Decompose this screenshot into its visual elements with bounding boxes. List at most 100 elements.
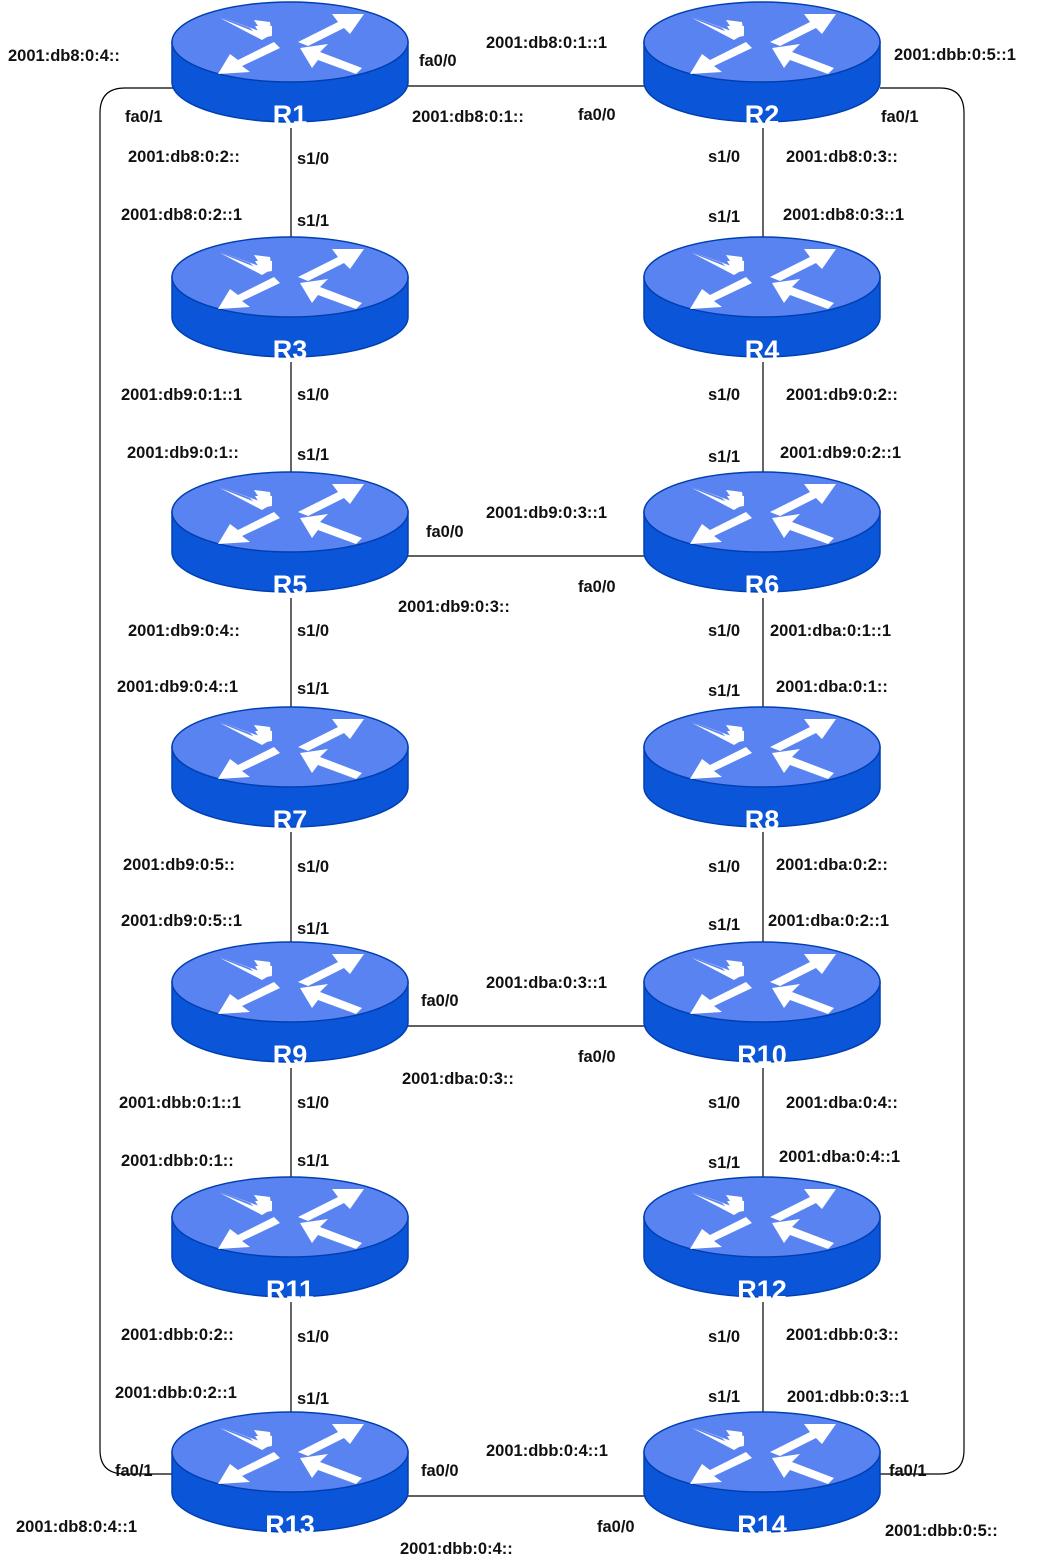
r5-s11-label: s1/1	[297, 446, 329, 464]
r13-fa01-address: 2001:db8:0:4::1	[16, 1518, 137, 1536]
r13-fa01-label: fa0/1	[115, 1462, 153, 1480]
r6-s11-address: 2001:db9:0:2::1	[780, 444, 901, 462]
r1-s10-address: 2001:db8:0:2::	[128, 148, 240, 166]
link-r1-r13	[99, 87, 175, 1475]
router-r1: R1	[171, 1, 409, 130]
r14-fa01-address: 2001:dbb:0:5::	[885, 1522, 998, 1540]
r8-s10-address: 2001:dba:0:2::	[776, 856, 888, 874]
r6-s10-address: 2001:dba:0:1::1	[770, 622, 891, 640]
r2-lan-address: 2001:dbb:0:5::1	[894, 46, 1016, 64]
r13-fa00-label: fa0/0	[421, 1462, 459, 1480]
r9-s11-label: s1/1	[297, 920, 329, 938]
r3-s10-address: 2001:db9:0:1::1	[121, 386, 242, 404]
router-label: R8	[745, 805, 780, 835]
r10-fa00-address: 2001:dba:0:3::1	[486, 974, 607, 992]
link-r2-r14	[880, 87, 965, 1475]
r7-s11-label: s1/1	[297, 680, 329, 698]
r10-s10-label: s1/0	[708, 1094, 740, 1112]
r9-fa00-address: 2001:dba:0:3::	[402, 1070, 514, 1088]
r14-fa01-label: fa0/1	[889, 1462, 927, 1480]
r10-s11-address: 2001:dba:0:2::1	[768, 912, 889, 930]
r14-s11-address: 2001:dbb:0:3::1	[787, 1388, 909, 1406]
r5-s10-address: 2001:db9:0:4::	[128, 622, 240, 640]
r2-s10-label: s1/0	[708, 148, 740, 166]
r9-s10-address: 2001:dbb:0:1::1	[119, 1094, 241, 1112]
router-label: R2	[745, 100, 780, 130]
r3-s11-label: s1/1	[297, 212, 329, 230]
router-r13: R13	[171, 1411, 409, 1540]
r11-s11-label: s1/1	[297, 1152, 329, 1170]
router-r12: R12	[643, 1176, 881, 1305]
r4-s10-address: 2001:db9:0:2::	[786, 386, 898, 404]
router-label: R13	[265, 1510, 315, 1540]
r10-s10-address: 2001:dba:0:4::	[786, 1094, 898, 1112]
router-r4: R4	[643, 236, 881, 365]
r8-s11-address: 2001:dba:0:1::	[776, 678, 888, 696]
r6-s11-label: s1/1	[708, 448, 740, 466]
r4-s10-label: s1/0	[708, 386, 740, 404]
r1-lan-address: 2001:db8:0:4::	[8, 47, 120, 65]
r6-fa00-address: 2001:db9:0:3::1	[486, 504, 607, 522]
r5-s11-address: 2001:db9:0:1::	[127, 444, 239, 462]
r12-s11-label: s1/1	[708, 1154, 740, 1172]
r2-s10-address: 2001:db8:0:3::	[786, 148, 898, 166]
r9-s10-label: s1/0	[297, 1094, 329, 1112]
r3-s10-label: s1/0	[297, 386, 329, 404]
r10-s11-label: s1/1	[708, 916, 740, 934]
router-r5: R5	[171, 471, 409, 600]
router-label: R5	[273, 570, 308, 600]
router-label: R11	[266, 1275, 314, 1305]
r8-s11-label: s1/1	[708, 682, 740, 700]
r5-fa00-address: 2001:db9:0:3::	[398, 598, 510, 616]
router-r9: R9	[171, 941, 409, 1070]
r13-fa00-address: 2001:dbb:0:4::	[400, 1540, 513, 1557]
router-label: R4	[745, 335, 780, 365]
r14-fa00-label: fa0/0	[597, 1518, 635, 1536]
router-r14: R14	[643, 1411, 881, 1540]
r4-s11-label: s1/1	[708, 208, 740, 226]
r5-s10-label: s1/0	[297, 622, 329, 640]
r4-s11-address: 2001:db8:0:3::1	[783, 206, 904, 224]
r1-s10-label: s1/0	[297, 150, 329, 168]
router-r7: R7	[171, 706, 409, 835]
r11-s10-label: s1/0	[297, 1328, 329, 1346]
router-label: R6	[745, 570, 780, 600]
r7-s10-address: 2001:db9:0:5::	[123, 856, 235, 874]
r5-fa00-label: fa0/0	[426, 523, 464, 541]
r13-s11-label: s1/1	[297, 1390, 329, 1408]
router-label: R3	[273, 335, 308, 365]
router-r11: R11	[171, 1176, 409, 1305]
r11-s10-address: 2001:dbb:0:2::	[121, 1326, 234, 1344]
r3-s11-address: 2001:db8:0:2::1	[121, 206, 242, 224]
router-label: R1	[273, 100, 308, 130]
router-r10: R10	[643, 941, 881, 1070]
router-r3: R3	[171, 236, 409, 365]
r12-s11-address: 2001:dba:0:4::1	[779, 1148, 900, 1166]
r14-fa00-address: 2001:dbb:0:4::1	[486, 1442, 608, 1460]
router-label: R14	[737, 1510, 787, 1540]
router-label: R9	[273, 1040, 308, 1070]
router-label: R12	[737, 1275, 787, 1305]
router-r2: R2	[643, 1, 881, 130]
r1-r2-address: 2001:db8:0:1::	[412, 108, 524, 126]
r6-s10-label: s1/0	[708, 622, 740, 640]
r7-s10-label: s1/0	[297, 858, 329, 876]
router-label: R10	[737, 1040, 787, 1070]
r2-fa01-label: fa0/1	[881, 108, 919, 126]
r2-fa00-label: fa0/0	[578, 106, 616, 124]
r9-fa00-label: fa0/0	[421, 992, 459, 1010]
r7-s11-address: 2001:db9:0:4::1	[117, 678, 238, 696]
r12-s10-address: 2001:dbb:0:3::	[786, 1326, 899, 1344]
r1-fa00-label: fa0/0	[419, 52, 457, 70]
r2-r1-address: 2001:db8:0:1::1	[486, 34, 607, 52]
r1-fa01-label: fa0/1	[125, 108, 163, 126]
router-r6: R6	[643, 471, 881, 600]
r8-s10-label: s1/0	[708, 858, 740, 876]
r11-s11-address: 2001:dbb:0:1::	[121, 1152, 234, 1170]
r13-s11-address: 2001:dbb:0:2::1	[115, 1384, 237, 1402]
r14-s11-label: s1/1	[708, 1388, 740, 1406]
router-label: R7	[273, 805, 308, 835]
r10-fa00-label: fa0/0	[578, 1048, 616, 1066]
r12-s10-label: s1/0	[708, 1328, 740, 1346]
r6-fa00-label: fa0/0	[578, 578, 616, 596]
